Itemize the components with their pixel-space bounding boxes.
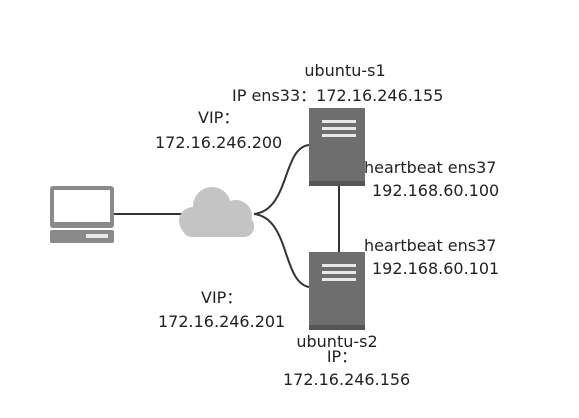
vip1-value: 172.16.246.200 xyxy=(155,133,283,152)
server2-ip-label: IP： xyxy=(326,347,358,366)
server1-ip: IP ens33：172.16.246.155 xyxy=(232,86,444,105)
link-cloud-server1 xyxy=(253,144,310,215)
vip1-label: VIP： xyxy=(198,108,240,127)
vip2-label: VIP： xyxy=(201,288,243,307)
link-cloud-server2 xyxy=(253,213,310,288)
server1-heartbeat-ip: 192.168.60.100 xyxy=(372,181,500,200)
server2-heartbeat-label: heartbeat ens37 xyxy=(364,236,497,255)
cloud-icon xyxy=(179,187,254,237)
server1-icon xyxy=(309,108,365,186)
server2-heartbeat-ip: 192.168.60.101 xyxy=(372,259,500,278)
vip2-value: 172.16.246.201 xyxy=(158,312,286,331)
server2-ip-value: 172.16.246.156 xyxy=(283,370,411,389)
laptop-icon xyxy=(50,186,114,243)
server1-heartbeat-label: heartbeat ens37 xyxy=(364,158,497,177)
server1-name: ubuntu-s1 xyxy=(304,61,386,80)
server2-icon xyxy=(309,252,365,330)
connections xyxy=(114,144,340,288)
server2-name: ubuntu-s2 xyxy=(296,332,378,351)
